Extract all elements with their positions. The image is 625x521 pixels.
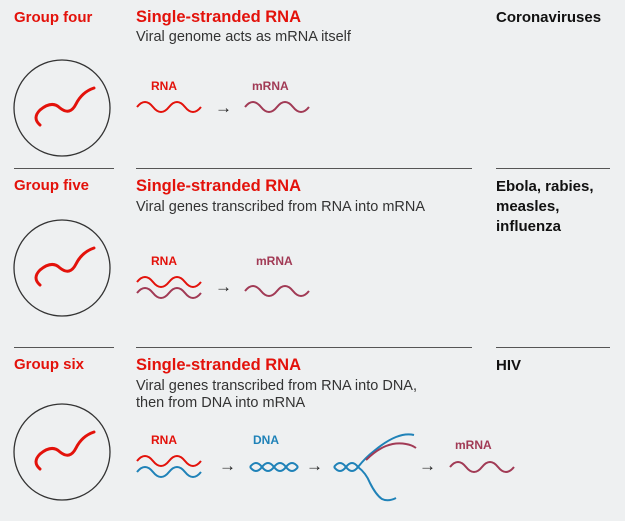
group-five-heading: Single-stranded RNA — [136, 177, 302, 195]
group-six-viruses: HIV — [496, 357, 522, 374]
group-five-arrow: → — [215, 277, 232, 296]
group-six-arrow-1: → — [219, 456, 236, 475]
group-six-arrow-3: → — [419, 456, 436, 475]
group-six-divider-left — [14, 347, 114, 348]
group-five-divider-main — [136, 168, 472, 169]
group-four-arrow: → — [215, 98, 232, 117]
group-four-description: Viral genome acts as mRNA itself — [136, 29, 351, 45]
group-six-description: Viral genes transcribed from RNA into DN… — [136, 378, 417, 411]
group-five-viruses: Ebola, rabies, measles, influenza — [496, 178, 594, 235]
rna-strand-squiggle — [34, 246, 96, 287]
group-six-divider-main — [136, 347, 472, 348]
group-six-divider-right — [496, 347, 610, 348]
group-four-rna-wave — [136, 101, 202, 113]
group-five-name: Group five — [14, 177, 90, 194]
group-five-virus — [13, 219, 111, 317]
virus-capsid-circle — [13, 219, 111, 317]
group-six-dna-helix-strand-b — [249, 462, 299, 472]
group-six-virus — [13, 403, 111, 501]
group-five-divider-right — [496, 168, 610, 169]
group-six-heading: Single-stranded RNA — [136, 356, 302, 374]
group-four-viruses: Coronaviruses — [496, 9, 602, 26]
group-four-heading: Single-stranded RNA — [136, 8, 302, 26]
group-five-rna-wave-bottom — [136, 287, 202, 299]
group-six-dna-wave-under-rna — [136, 466, 202, 478]
rna-strand-squiggle — [34, 86, 96, 127]
group-six-rna-label: RNA — [151, 433, 177, 447]
group-five-mrna-label: mRNA — [256, 254, 293, 268]
group-five-rna-wave-top — [136, 276, 202, 288]
group-six-mrna-label: mRNA — [455, 438, 492, 452]
group-four-rna-label: RNA — [151, 79, 177, 93]
group-four-virus — [13, 59, 111, 157]
group-four-name: Group four — [14, 9, 93, 26]
group-four-mrna-wave — [244, 101, 310, 113]
group-five-rna-label: RNA — [151, 254, 177, 268]
group-four-mrna-label: mRNA — [252, 79, 289, 93]
virus-capsid-circle — [13, 403, 111, 501]
group-six-name: Group six — [14, 356, 85, 373]
group-six-rna-wave — [136, 455, 202, 467]
group-six-mrna-wave — [449, 461, 515, 473]
rna-strand-squiggle — [34, 430, 96, 471]
group-five-mrna-wave — [244, 285, 310, 297]
virus-capsid-circle — [13, 59, 111, 157]
group-six-mrna-transcript — [365, 442, 417, 461]
group-five-divider-left — [14, 168, 114, 169]
group-six-dna-unwinding-top — [333, 433, 415, 472]
group-six-dna-label: DNA — [253, 433, 279, 447]
group-five-description: Viral genes transcribed from RNA into mR… — [136, 199, 426, 215]
group-six-dna-unwinding-bottom — [333, 462, 397, 502]
group-six-arrow-2: → — [306, 456, 323, 475]
